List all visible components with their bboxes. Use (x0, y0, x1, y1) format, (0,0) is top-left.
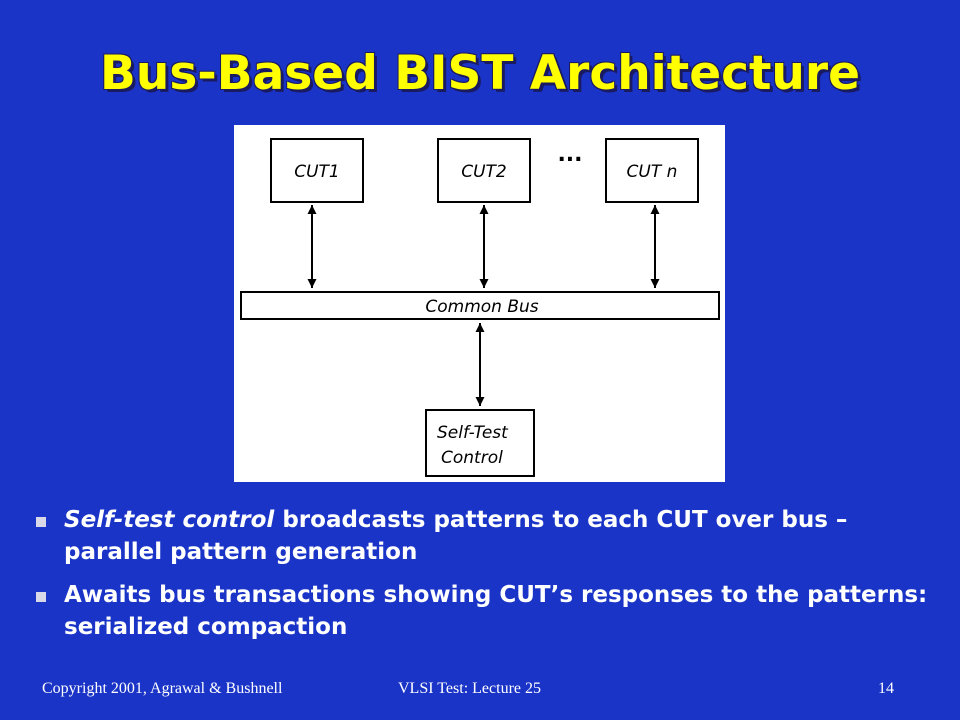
ellipsis: ... (557, 142, 582, 167)
bullet-list: Self-test control broadcasts patterns to… (36, 504, 936, 654)
cut2-label: CUT2 (461, 162, 507, 182)
self-test-control-box: Self-Test Control (425, 409, 535, 477)
bullet-marker (36, 592, 46, 602)
self-test-label: Self-Test (437, 423, 509, 443)
bullet-marker (36, 517, 46, 527)
footer-lecture: VLSI Test: Lecture 25 (398, 680, 541, 697)
footer-copyright: Copyright 2001, Agrawal & Bushnell (42, 680, 283, 697)
bullet-item: Self-test control broadcasts patterns to… (36, 504, 936, 568)
cut1-box: CUT1 (270, 138, 364, 203)
bullet-emphasis: Self-test control (64, 507, 275, 533)
cutn-label: CUT n (627, 162, 678, 182)
cutn-box: CUT n (605, 138, 699, 203)
slide-title: Bus-Based BIST Architecture (100, 46, 860, 101)
cut1-label: CUT1 (294, 162, 340, 182)
control-label: Control (441, 448, 503, 468)
bullet-text: Awaits bus transactions showing CUT’s re… (64, 582, 928, 640)
bullet-text: broadcasts patterns to each CUT over bus… (64, 507, 848, 565)
cut2-box: CUT2 (437, 138, 531, 203)
common-bus-label: Common Bus (425, 297, 538, 317)
bullet-item: Awaits bus transactions showing CUT’s re… (36, 579, 936, 643)
bus-architecture-diagram: CUT1 CUT2 ... CUT n Common Bus Self-Test… (234, 125, 725, 482)
common-bus: Common Bus (240, 291, 720, 320)
page-number: 14 (878, 680, 894, 697)
